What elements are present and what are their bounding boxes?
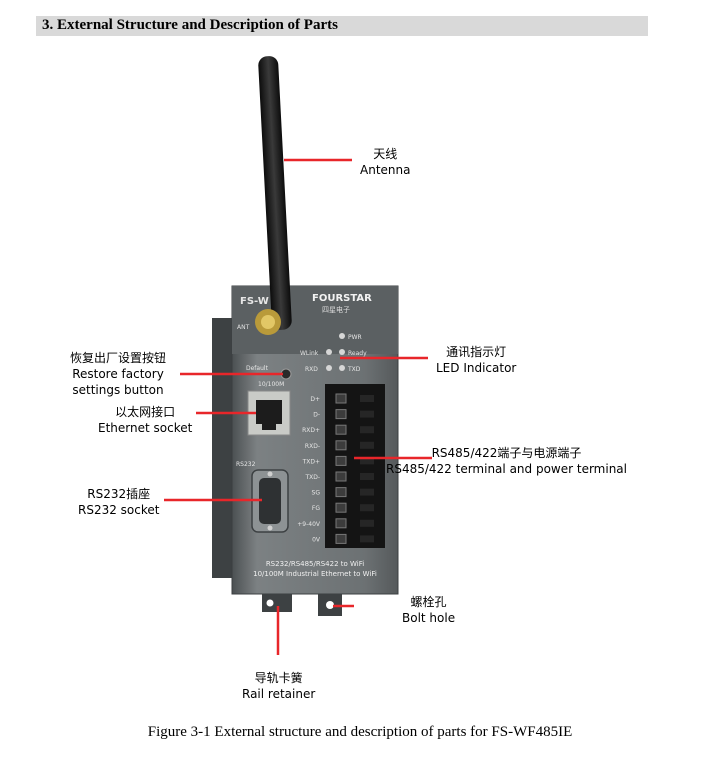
device-footer-line2: 10/100M Industrial Ethernet to WiFi (253, 570, 377, 578)
ethernet-label: 10/100M (258, 381, 284, 388)
terminal-screw (335, 455, 347, 466)
terminal-slot (360, 488, 374, 496)
led-panel: PWR WLink Ready RXD TXD (300, 333, 367, 373)
terminal-block (325, 384, 385, 548)
terminal-label: D+ (310, 396, 320, 403)
terminal-label: SG (312, 490, 321, 497)
terminal-slot (360, 426, 374, 434)
section-title: 3. External Structure and Description of… (42, 17, 338, 33)
svg-text:PWR: PWR (348, 334, 362, 341)
terminal-label: RXD+ (302, 427, 320, 434)
rail-back-plate (212, 318, 234, 578)
antenna (255, 56, 292, 335)
svg-text:Ready: Ready (348, 350, 367, 357)
rail-retainer-clip (262, 594, 292, 612)
svg-text:TXD: TXD (347, 366, 361, 373)
rs232-label: RS232 (236, 461, 256, 468)
terminal-screw (335, 440, 347, 451)
terminal-label: FG (312, 505, 320, 512)
terminal-slot (360, 410, 374, 418)
terminal-label: TXD+ (302, 458, 320, 465)
device-footer-line1: RS232/RS485/RS422 to WiFi (266, 560, 364, 568)
brand-name: FOURSTAR (312, 293, 372, 304)
terminal-screw (335, 424, 347, 435)
svg-text:RXD: RXD (305, 366, 318, 373)
model-prefix: FS-W (240, 296, 269, 307)
terminal-slot (360, 395, 374, 402)
terminal-screw (335, 471, 347, 482)
terminal-screw (335, 502, 347, 513)
bolt-hole-mount (318, 594, 342, 616)
terminal-slot (360, 519, 374, 527)
terminal-label: +9-40V (297, 521, 321, 528)
brand-name-cn: 四星电子 (322, 305, 350, 314)
figure-caption: Figure 3-1 External structure and descri… (147, 724, 573, 740)
terminal-screw (335, 518, 347, 529)
section-title-bar (36, 16, 648, 36)
default-label: Default (246, 365, 269, 372)
terminal-label: TXD- (304, 474, 320, 481)
terminal-label: 0V (312, 536, 321, 543)
terminal-screw (335, 409, 347, 420)
ant-label: ANT (237, 324, 250, 331)
terminal-label: RXD- (305, 443, 320, 450)
leader-lines (164, 158, 432, 655)
terminal-labels: D+ D- RXD+ RXD- TXD+ TXD- SG FG +9-40V 0V (297, 393, 374, 544)
terminal-slot (360, 473, 374, 480)
terminal-slot (360, 441, 374, 449)
terminal-screw (335, 487, 347, 498)
terminal-slot (360, 535, 374, 543)
terminal-screw (335, 533, 347, 544)
svg-text:WLink: WLink (300, 350, 319, 357)
terminal-slot (360, 457, 374, 465)
terminal-label: D- (313, 412, 320, 419)
terminal-screw (335, 393, 347, 404)
terminal-slot (360, 504, 374, 512)
